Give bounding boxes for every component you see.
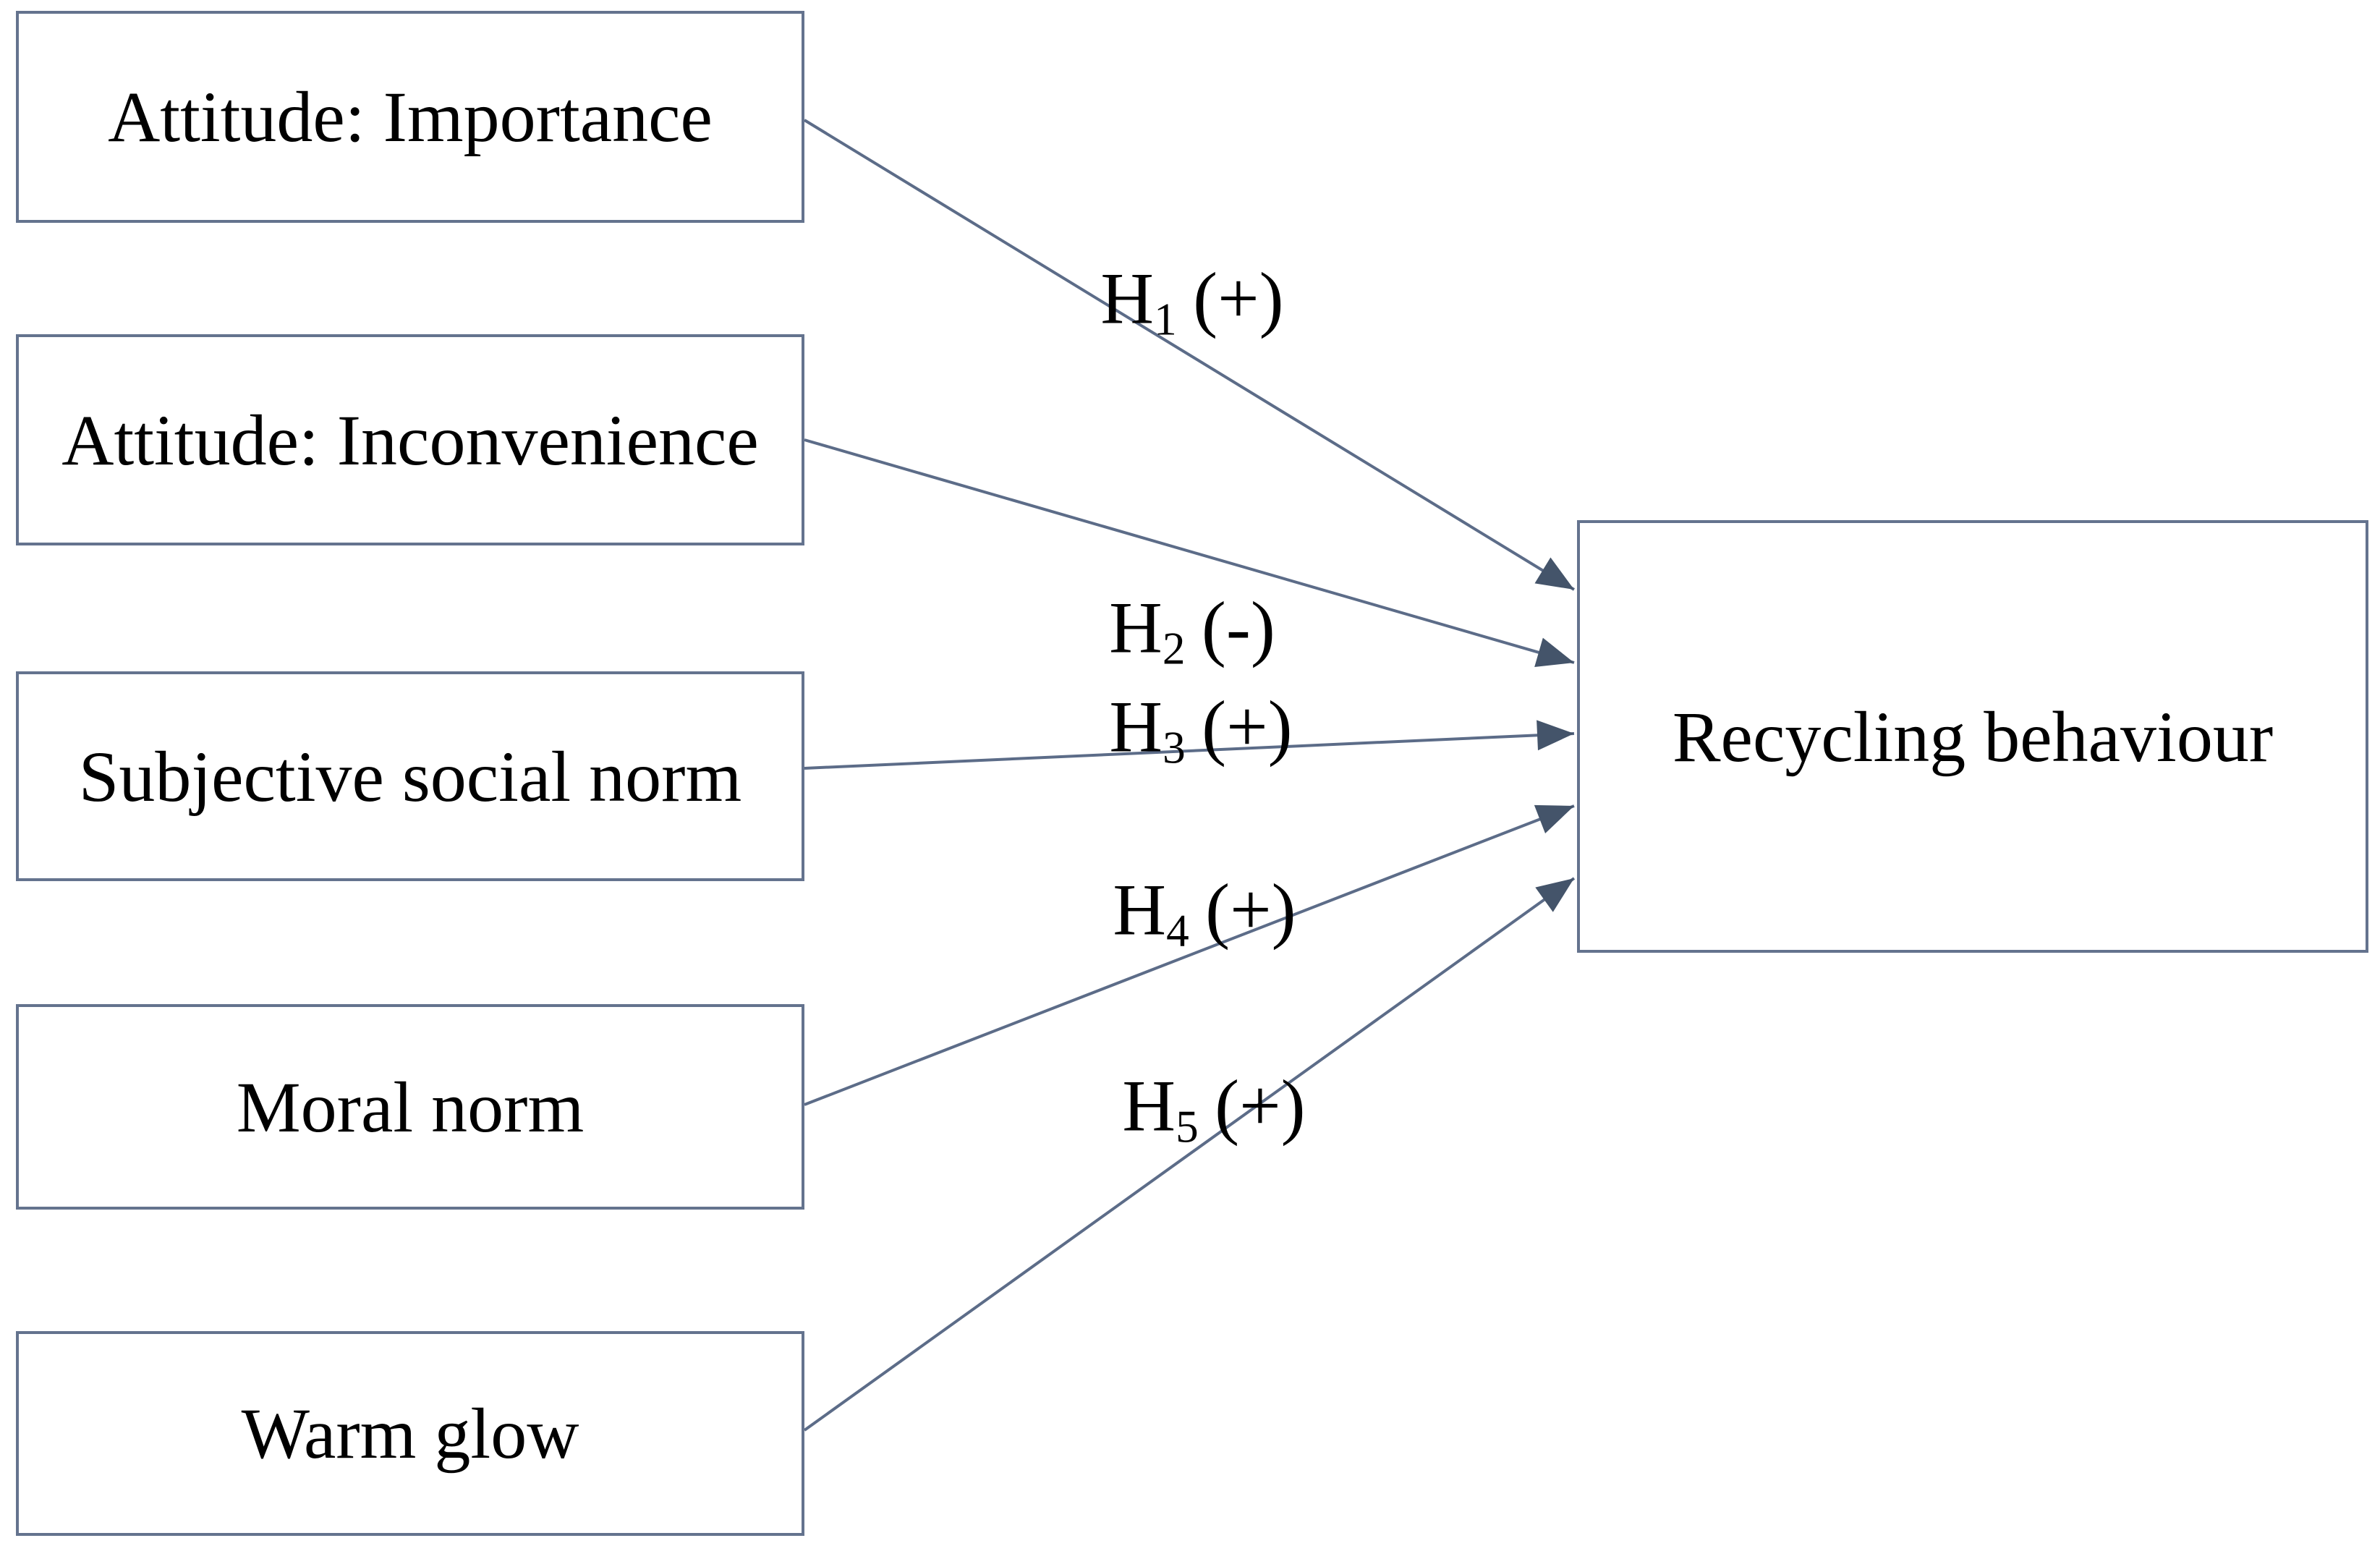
predictor-label: Attitude: Importance — [108, 77, 713, 157]
hypothesis-sign: (+) — [1215, 1065, 1306, 1147]
hypothesis-symbol: H — [1113, 869, 1167, 951]
hypothesis-subscript: 2 — [1162, 623, 1186, 674]
predictor-label: Subjective social norm — [78, 736, 742, 817]
hypothesis-symbol: H — [1109, 587, 1163, 669]
hypothesis-subscript: 1 — [1154, 294, 1177, 345]
hypothesis-sign: (+) — [1193, 258, 1284, 340]
hypothesis-subscript: 4 — [1166, 905, 1189, 956]
hypothesis-sign: (-) — [1201, 587, 1275, 669]
arrow-h5 — [803, 877, 1576, 1432]
predictor-box-attitude-inconvenience: Attitude: Inconvenience — [16, 334, 804, 545]
predictor-box-attitude-importance: Attitude: Importance — [16, 11, 804, 223]
hypothesis-symbol: H — [1109, 686, 1163, 768]
hypothesis-subscript: 5 — [1176, 1101, 1199, 1152]
predictor-label: Warm glow — [241, 1393, 579, 1474]
hypothesis-label-h2: H2 (-) — [1109, 586, 1275, 671]
predictor-box-warm-glow: Warm glow — [16, 1331, 804, 1536]
predictor-label: Moral norm — [236, 1066, 585, 1147]
hypothesis-symbol: H — [1122, 1065, 1176, 1147]
outcome-label: Recycling behaviour — [1672, 696, 2274, 777]
hypothesis-label-h4: H4 (+) — [1113, 868, 1296, 953]
predictor-box-subjective-social-norm: Subjective social norm — [16, 671, 804, 881]
predictor-label: Attitude: Inconvenience — [61, 399, 759, 480]
arrow-h4 — [804, 804, 1575, 1106]
hypothesis-symbol: H — [1100, 258, 1155, 340]
arrow-h1 — [803, 119, 1576, 591]
hypothesis-label-h1: H1 (+) — [1100, 257, 1284, 345]
hypothesis-sign: (+) — [1202, 686, 1293, 768]
hypothesis-sign: (+) — [1205, 869, 1296, 951]
predictor-box-moral-norm: Moral norm — [16, 1004, 804, 1210]
hypothesis-subscript: 3 — [1163, 722, 1186, 773]
hypothesis-label-h3: H3 (+) — [1109, 685, 1292, 770]
hypothesis-label-h5: H5 (+) — [1122, 1064, 1306, 1152]
outcome-box-recycling-behaviour: Recycling behaviour — [1577, 520, 2368, 953]
arrow-h3 — [804, 720, 1575, 770]
arrow-h2 — [804, 438, 1575, 667]
